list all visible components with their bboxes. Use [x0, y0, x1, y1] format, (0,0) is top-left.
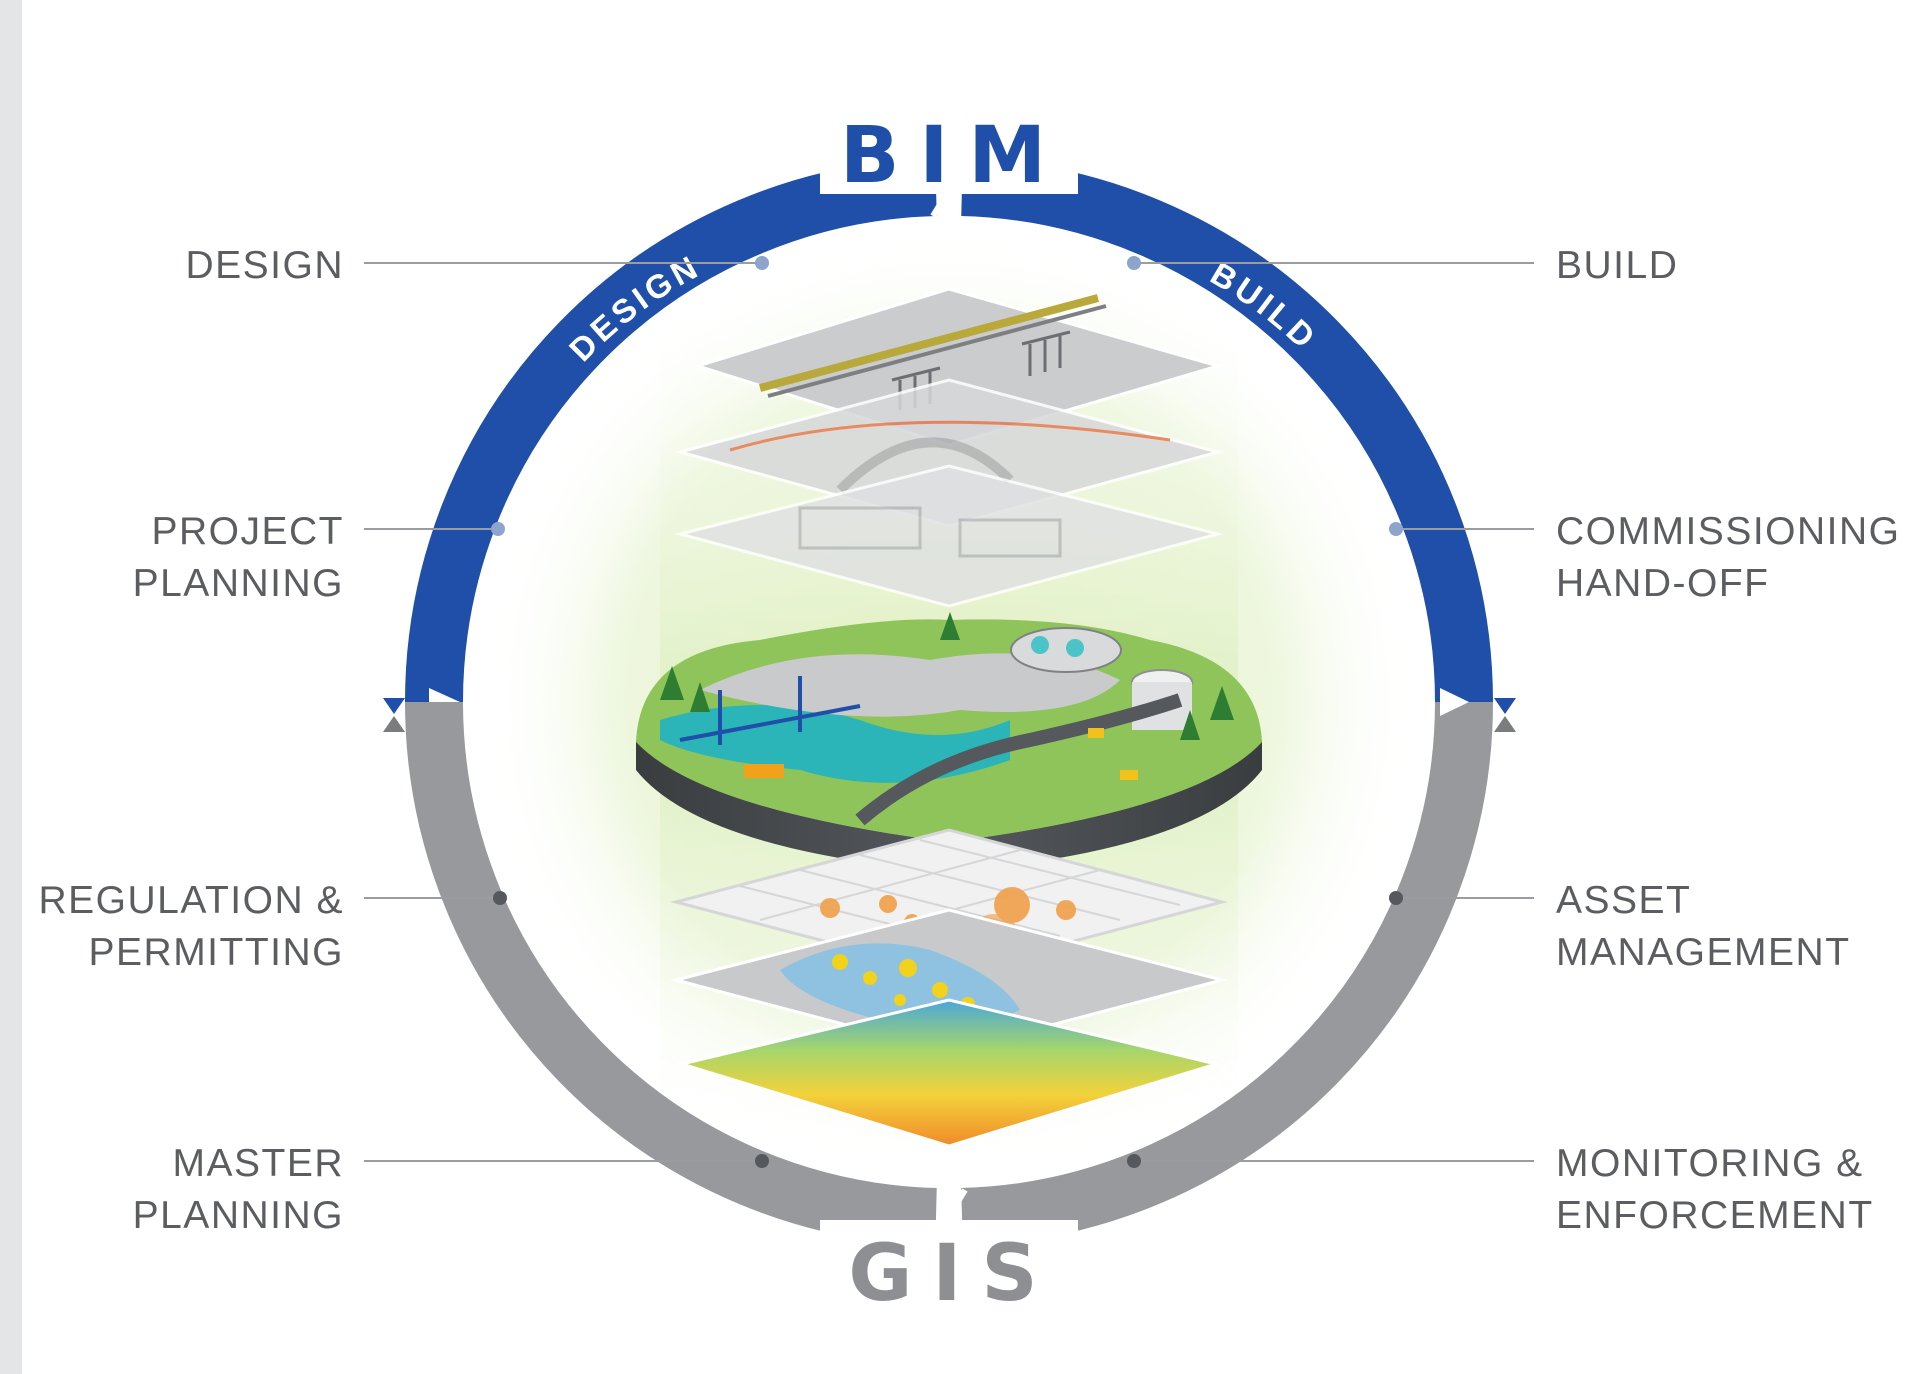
connector-dots — [491, 256, 1403, 1168]
left-labels: DESIGN PROJECT PLANNING REGULATION & PER… — [39, 244, 345, 1237]
label-master-planning-line1: MASTER — [172, 1142, 344, 1185]
city-island-model — [636, 612, 1262, 872]
label-monitoring-line1: MONITORING & — [1556, 1142, 1864, 1185]
label-master-planning-line2: PLANNING — [133, 1194, 344, 1237]
right-connectors — [1134, 262, 1534, 1162]
left-connectors — [364, 262, 762, 1162]
design-arc-segment — [405, 158, 937, 703]
label-regulation-line1: REGULATION & — [39, 879, 345, 922]
right-hourglass-icon — [1494, 698, 1516, 732]
infrastructure-illustration — [636, 287, 1262, 1148]
label-commissioning-line1: COMMISSIONING — [1556, 510, 1901, 553]
bim-title: BIM — [840, 111, 1066, 201]
gis-title: GIS — [848, 1229, 1057, 1319]
building-layer — [674, 464, 1224, 608]
label-project-planning-line1: PROJECT — [151, 510, 344, 553]
label-build: BUILD — [1556, 244, 1678, 287]
gis-ring — [405, 688, 1493, 1248]
label-asset-line2: MANAGEMENT — [1556, 931, 1851, 974]
label-regulation-line2: PERMITTING — [89, 931, 345, 974]
build-arc-segment — [961, 158, 1493, 703]
label-asset-line1: ASSET — [1556, 879, 1691, 922]
plan-arc-segment — [405, 701, 937, 1246]
label-design: DESIGN — [185, 244, 344, 287]
label-project-planning-line2: PLANNING — [133, 562, 344, 605]
operate-arc-segment — [961, 701, 1493, 1246]
left-hourglass-icon — [383, 698, 405, 732]
build-arc-notch — [1440, 688, 1469, 716]
right-labels: BUILD COMMISSIONING HAND-OFF ASSET MANAG… — [1556, 244, 1901, 1237]
label-monitoring-line2: ENFORCEMENT — [1556, 1194, 1874, 1237]
terrain-base-layer — [676, 998, 1222, 1148]
label-commissioning-line2: HAND-OFF — [1556, 562, 1769, 605]
